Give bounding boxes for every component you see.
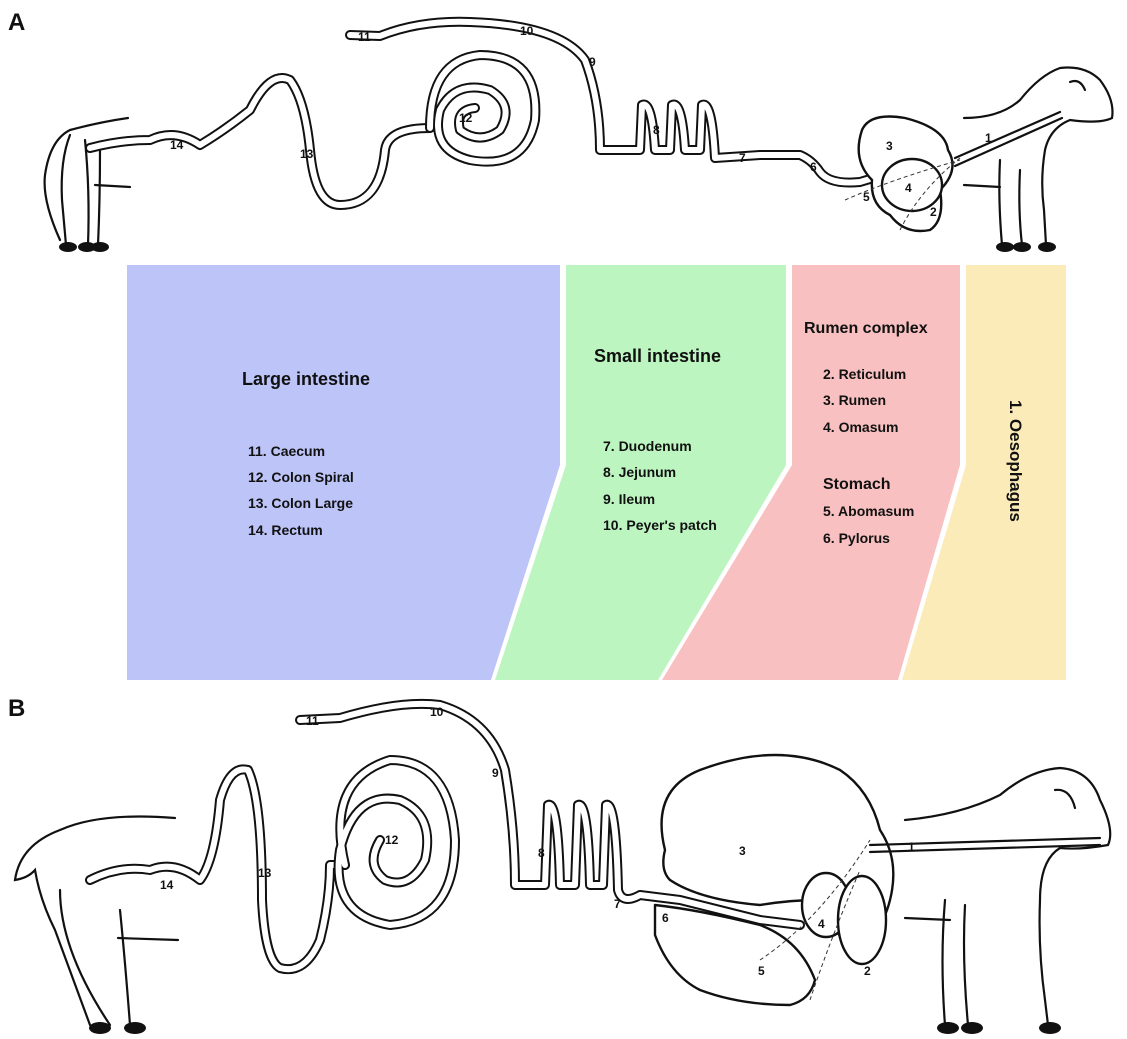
panel-a-label-1: 1 <box>985 131 992 145</box>
panel-b-label-5: 5 <box>758 964 765 978</box>
panel-a-label-2: 2 <box>930 205 937 219</box>
panel-a-label-11: 11 <box>358 30 371 44</box>
panel-b-head-and-forelegs <box>905 768 1110 1034</box>
large-intestine-item: 11. Caecum <box>248 443 325 459</box>
panel-a-label-12: 12 <box>459 111 473 125</box>
oesophagus-title: 1. Oesophagus <box>1006 400 1025 522</box>
panel-a-gut-tube <box>90 22 900 205</box>
panel-a-label-10: 10 <box>520 24 534 38</box>
panel-b-label-9: 9 <box>492 766 499 780</box>
small-intestine-item: 10. Peyer's patch <box>603 517 717 533</box>
rumen-complex-title: Rumen complex <box>804 320 928 337</box>
panel-b-label-11: 11 <box>306 714 319 728</box>
panel-b-drawing: 1 2 3 4 5 6 7 8 9 10 11 12 13 14 <box>15 704 1110 1034</box>
panel-b-label-3: 3 <box>739 844 746 858</box>
panel-a-label-6: 6 <box>810 160 817 174</box>
small-intestine-item: 9. Ileum <box>603 491 655 507</box>
panel-b-label-7: 7 <box>614 897 621 911</box>
panel-a-label-3: 3 <box>886 139 893 153</box>
panel-b-label-8: 8 <box>538 846 545 860</box>
large-intestine-item: 13. Colon Large <box>248 495 353 511</box>
large-intestine-item: 12. Colon Spiral <box>248 469 354 485</box>
stomach-title: Stomach <box>823 476 891 493</box>
panel-a-label-8: 8 <box>653 123 660 137</box>
panel-a-label-4: 4 <box>905 181 912 195</box>
panel-a-label-7: 7 <box>739 151 746 165</box>
panel-b-label-4: 4 <box>818 917 825 931</box>
panel-a-label-14: 14 <box>170 138 184 152</box>
stomach-item: 5. Abomasum <box>823 503 914 519</box>
panel-b-stomach-complex <box>655 755 1100 1005</box>
small-intestine-title: Small intestine <box>594 346 721 366</box>
small-intestine-item: 8. Jejunum <box>603 464 676 480</box>
rumen-complex-item: 3. Rumen <box>823 392 886 408</box>
panel-b-label-14: 14 <box>160 878 174 892</box>
panel-label-b: B <box>8 695 25 722</box>
panel-a-label-13: 13 <box>300 147 314 161</box>
panel-b-label-10: 10 <box>430 705 444 719</box>
panel-b-label-12: 12 <box>385 833 399 847</box>
panel-b-label-1: 1 <box>908 840 915 854</box>
panel-b-hind-legs <box>15 817 178 1035</box>
rumen-complex-item: 2. Reticulum <box>823 366 906 382</box>
panel-b-label-13: 13 <box>258 866 272 880</box>
stomach-item: 6. Pylorus <box>823 530 890 546</box>
panel-a-label-5: 5 <box>863 190 870 204</box>
panel-b-label-6: 6 <box>662 911 669 925</box>
large-intestine-item: 14. Rectum <box>248 522 323 538</box>
panel-a-head-and-forelegs <box>964 68 1113 253</box>
panel-label-a: A <box>8 9 25 36</box>
panel-a-stomach-complex <box>845 112 1062 231</box>
large-intestine-title: Large intestine <box>242 369 370 389</box>
panel-b-label-2: 2 <box>864 964 871 978</box>
rumen-complex-item: 4. Omasum <box>823 419 898 435</box>
panel-a-label-9: 9 <box>589 55 596 69</box>
panel-a-drawing: 1 2 3 4 5 6 7 8 9 10 11 12 13 14 <box>45 22 1113 252</box>
small-intestine-item: 7. Duodenum <box>603 438 692 454</box>
